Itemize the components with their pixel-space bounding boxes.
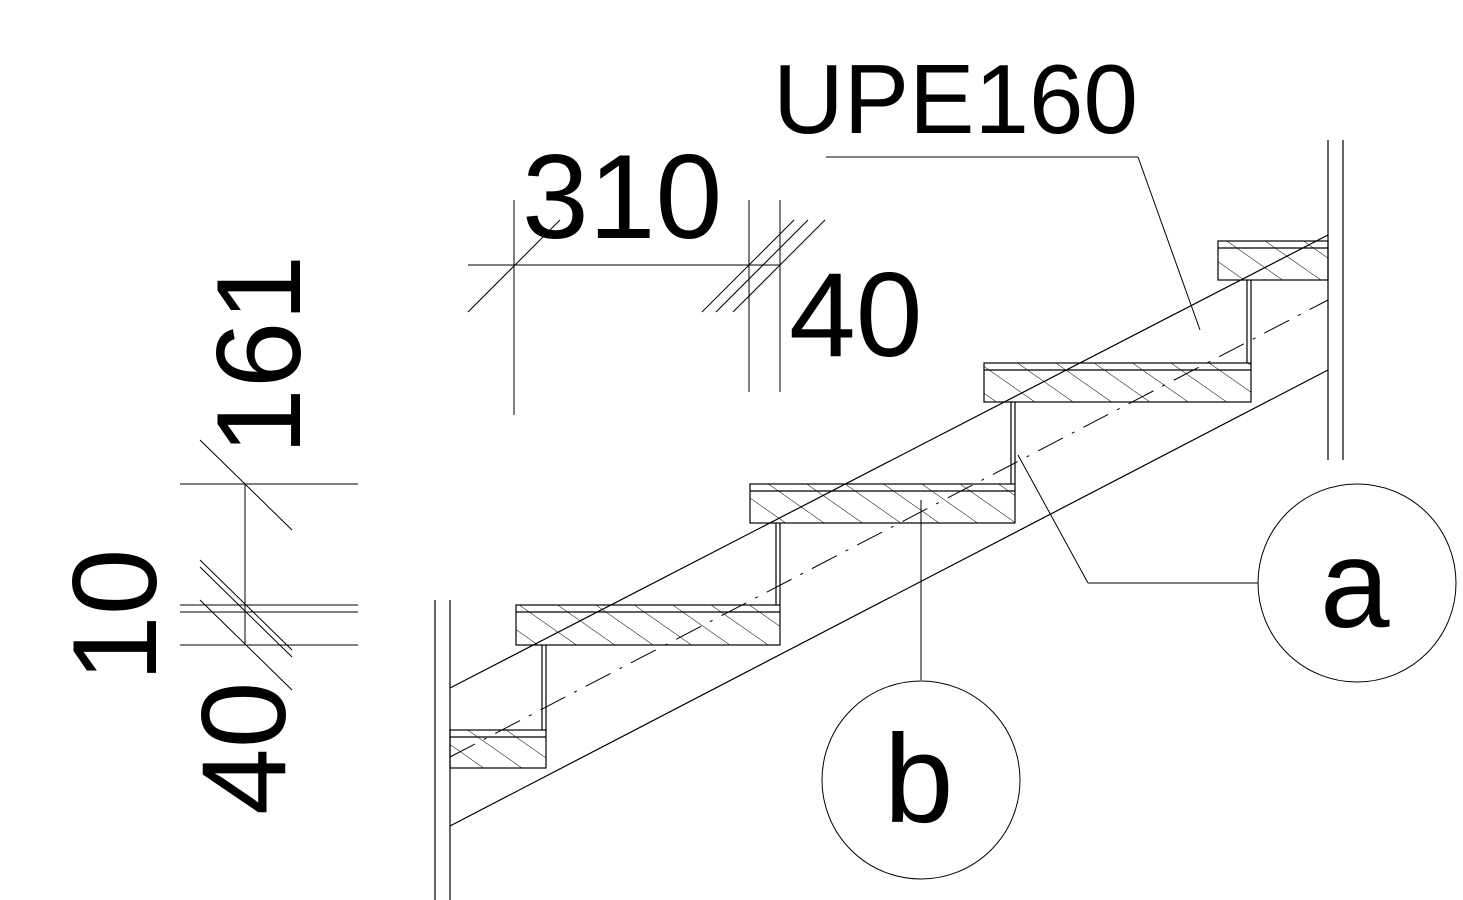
callout-b-letter: b bbox=[884, 710, 954, 849]
tread-step-2 bbox=[515, 523, 781, 646]
callout-a-letter: a bbox=[1320, 515, 1390, 654]
left-wall bbox=[434, 600, 451, 900]
tread-step-5 bbox=[1217, 240, 1329, 281]
callout-a-circle bbox=[1257, 483, 1457, 683]
nosing-label: 40 bbox=[789, 248, 922, 382]
profile-label: UPE160 bbox=[773, 44, 1138, 154]
right-wall bbox=[1327, 140, 1344, 460]
tread-step-3 bbox=[749, 402, 1016, 524]
vertical-dimension bbox=[180, 439, 358, 691]
callout-a-leader bbox=[1017, 454, 1258, 584]
tread-step-4 bbox=[983, 280, 1252, 403]
horizontal-dimension bbox=[467, 200, 826, 415]
upe160-leader bbox=[826, 156, 1201, 331]
callout-b-circle bbox=[821, 680, 1021, 880]
tread-depth-label: 310 bbox=[522, 130, 722, 264]
tread-step-1 bbox=[449, 645, 547, 769]
gap-label: 10 bbox=[48, 549, 182, 682]
tread-thickness-label: 40 bbox=[177, 682, 311, 815]
riser-height-label: 161 bbox=[192, 255, 326, 455]
